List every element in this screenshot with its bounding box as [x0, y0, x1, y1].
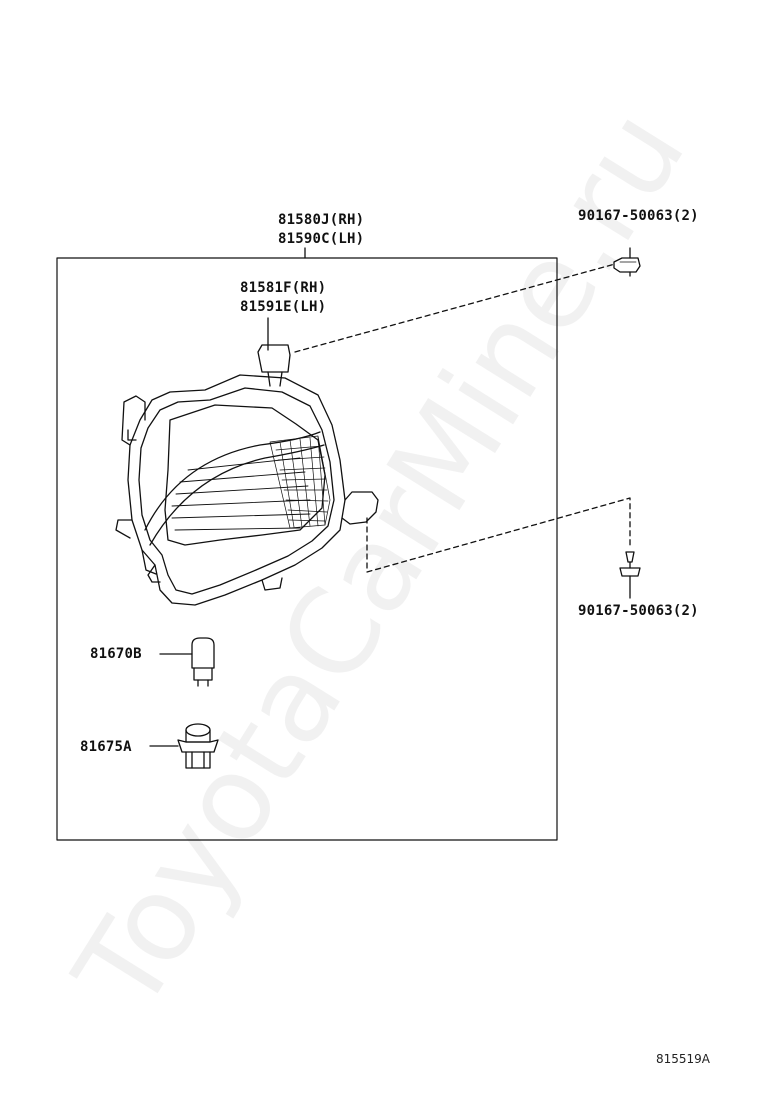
lens-panel	[144, 404, 326, 546]
bulb-label[interactable]: 81670B	[90, 646, 142, 662]
socket-part	[149, 723, 219, 769]
lens-label-lh[interactable]: 81591E(LH)	[240, 299, 327, 315]
screw-top-part	[613, 247, 641, 277]
screw-top-dash	[294, 263, 616, 353]
screw-label-bottom[interactable]: 90167-50063(2)	[578, 603, 699, 619]
assy-label-lh[interactable]: 81590C(LH)	[278, 231, 365, 247]
assembly-frame	[56, 257, 558, 841]
screw-label-top[interactable]: 90167-50063(2)	[578, 208, 699, 224]
bulb-part	[159, 637, 215, 687]
socket-label[interactable]: 81675A	[80, 739, 132, 755]
screw-bottom-part	[619, 551, 641, 599]
lens-label-rh[interactable]: 81581F(RH)	[240, 280, 327, 296]
lamp-housing	[115, 344, 379, 606]
illustration-code: 815519A	[656, 1052, 711, 1066]
screw-bottom-dash	[366, 497, 631, 573]
assy-label-rh[interactable]: 81580J(RH)	[278, 212, 365, 228]
lens-grid-hatch	[269, 435, 331, 529]
